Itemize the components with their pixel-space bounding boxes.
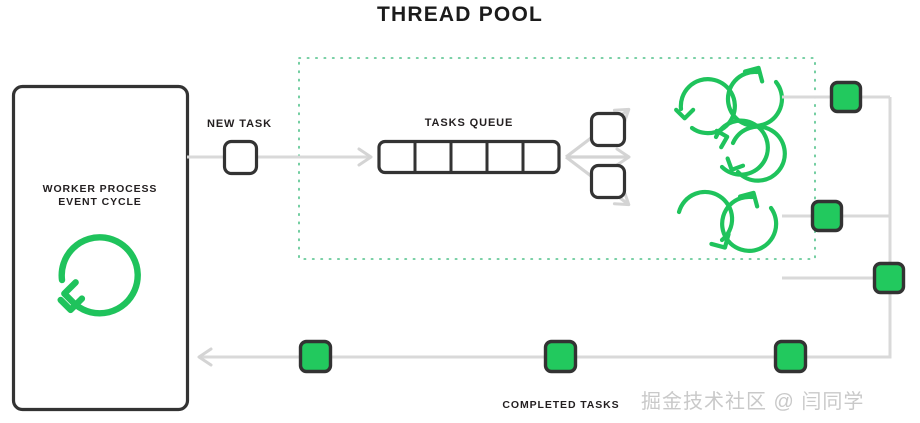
worker-process-label: WORKER PROCESS EVENT CYCLE — [42, 183, 158, 208]
completed-tasks-label: COMPLETED TASKS — [502, 399, 620, 411]
worker-process-box — [11, 84, 190, 412]
completed-task-box-5 — [543, 339, 578, 374]
thread-pool-region — [298, 57, 816, 260]
tasks-queue — [377, 139, 561, 175]
new-task-label: NEW TASK — [206, 118, 273, 130]
completed-task-box-1 — [829, 80, 863, 114]
dispatch-box-1 — [589, 111, 627, 148]
worker-thread-2-icon — [725, 65, 785, 128]
event-cycle-icon — [57, 234, 141, 317]
watermark: 掘金技术社区 @ 闫同学 — [641, 391, 865, 413]
dispatch-box-2 — [589, 163, 627, 200]
completed-task-box-6 — [298, 339, 333, 374]
tasks-queue-label: TASKS QUEUE — [424, 117, 514, 129]
completed-task-box-2 — [810, 199, 844, 233]
worker-thread-1-icon — [674, 77, 737, 136]
page-title: THREAD POOL — [376, 3, 544, 26]
completed-task-box-3 — [872, 261, 906, 295]
worker-thread-6-icon — [720, 190, 779, 253]
new-task-box — [222, 139, 259, 176]
worker-thread-4-icon — [725, 124, 787, 183]
right-rail-path — [806, 97, 892, 359]
completed-task-box-4 — [773, 339, 808, 374]
